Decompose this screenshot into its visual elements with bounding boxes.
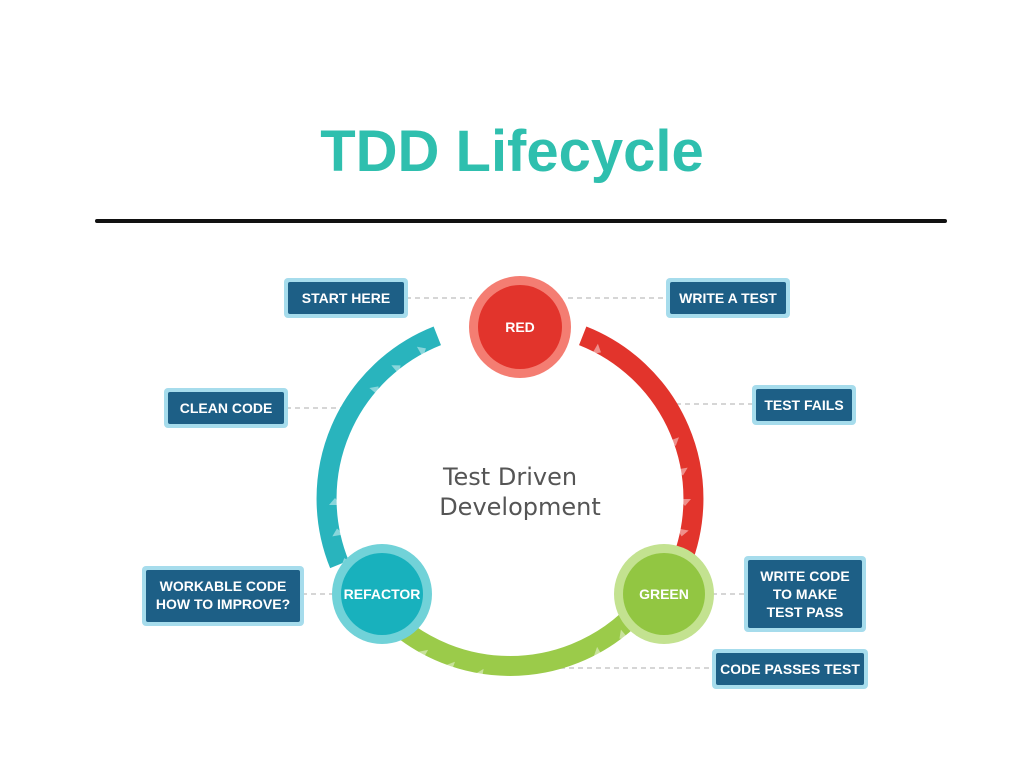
teal-arc	[316, 326, 442, 569]
direction-chevron-2	[416, 346, 426, 358]
refactor-node: REFACTOR	[332, 544, 432, 644]
label-write-a-test: WRITE A TEST	[666, 278, 790, 318]
label-write-code-line-2: TO MAKE	[773, 586, 837, 602]
label-start-here-text: START HERE	[302, 290, 390, 306]
label-test-fails: TEST FAILS	[752, 385, 856, 425]
red-node-core	[478, 285, 562, 369]
direction-chevron-11	[679, 499, 691, 506]
label-clean-code-text: CLEAN CODE	[180, 400, 273, 416]
refactor-node-label: REFACTOR	[344, 586, 421, 602]
label-write-a-test-text: WRITE A TEST	[679, 290, 777, 306]
red-node: RED	[469, 276, 571, 378]
red-node-label: RED	[505, 319, 535, 335]
label-start-here: START HERE	[284, 278, 408, 318]
label-clean-code: CLEAN CODE	[164, 388, 288, 428]
direction-chevron-12	[676, 528, 689, 537]
green-node-core	[623, 553, 705, 635]
direction-chevron-10	[675, 467, 688, 476]
center-label-line-2: Development	[439, 493, 601, 521]
refactor-node-core	[341, 553, 423, 635]
green-node-label: GREEN	[639, 586, 689, 602]
label-write-code: WRITE CODE TO MAKE TEST PASS	[744, 556, 866, 632]
label-workable-code: WORKABLE CODE HOW TO IMPROVE?	[142, 566, 304, 626]
direction-chevron-17	[594, 646, 604, 658]
title-divider	[95, 219, 947, 223]
label-workable-code-line-2: HOW TO IMPROVE?	[156, 596, 290, 612]
red-arc	[578, 326, 704, 569]
green-node: GREEN	[614, 544, 714, 644]
label-code-passes-test: CODE PASSES TEST	[712, 649, 868, 689]
green-arc	[386, 613, 634, 676]
label-test-fails-text: TEST FAILS	[764, 397, 843, 413]
direction-chevron-0	[369, 386, 379, 396]
direction-chevron-19	[446, 661, 455, 674]
label-code-passes-test-text: CODE PASSES TEST	[720, 661, 860, 677]
direction-chevron-1	[391, 365, 401, 375]
label-write-code-line-3: TEST PASS	[767, 604, 844, 620]
cycle-ring	[316, 326, 704, 676]
center-label-line-1: Test Driven	[442, 463, 577, 491]
direction-chevron-26	[329, 498, 341, 505]
page-title: TDD Lifecycle	[320, 119, 704, 184]
direction-chevron-18	[475, 668, 484, 681]
label-write-code-line-1: WRITE CODE	[760, 568, 849, 584]
direction-chevron-20	[419, 649, 429, 661]
direction-chevron-3	[445, 332, 454, 345]
direction-chevron-9	[667, 437, 680, 446]
direction-chevron-16	[619, 629, 629, 639]
label-workable-code-line-1: WORKABLE CODE	[160, 578, 287, 594]
direction-chevron-25	[332, 528, 345, 537]
direction-chevron-8	[591, 343, 601, 355]
